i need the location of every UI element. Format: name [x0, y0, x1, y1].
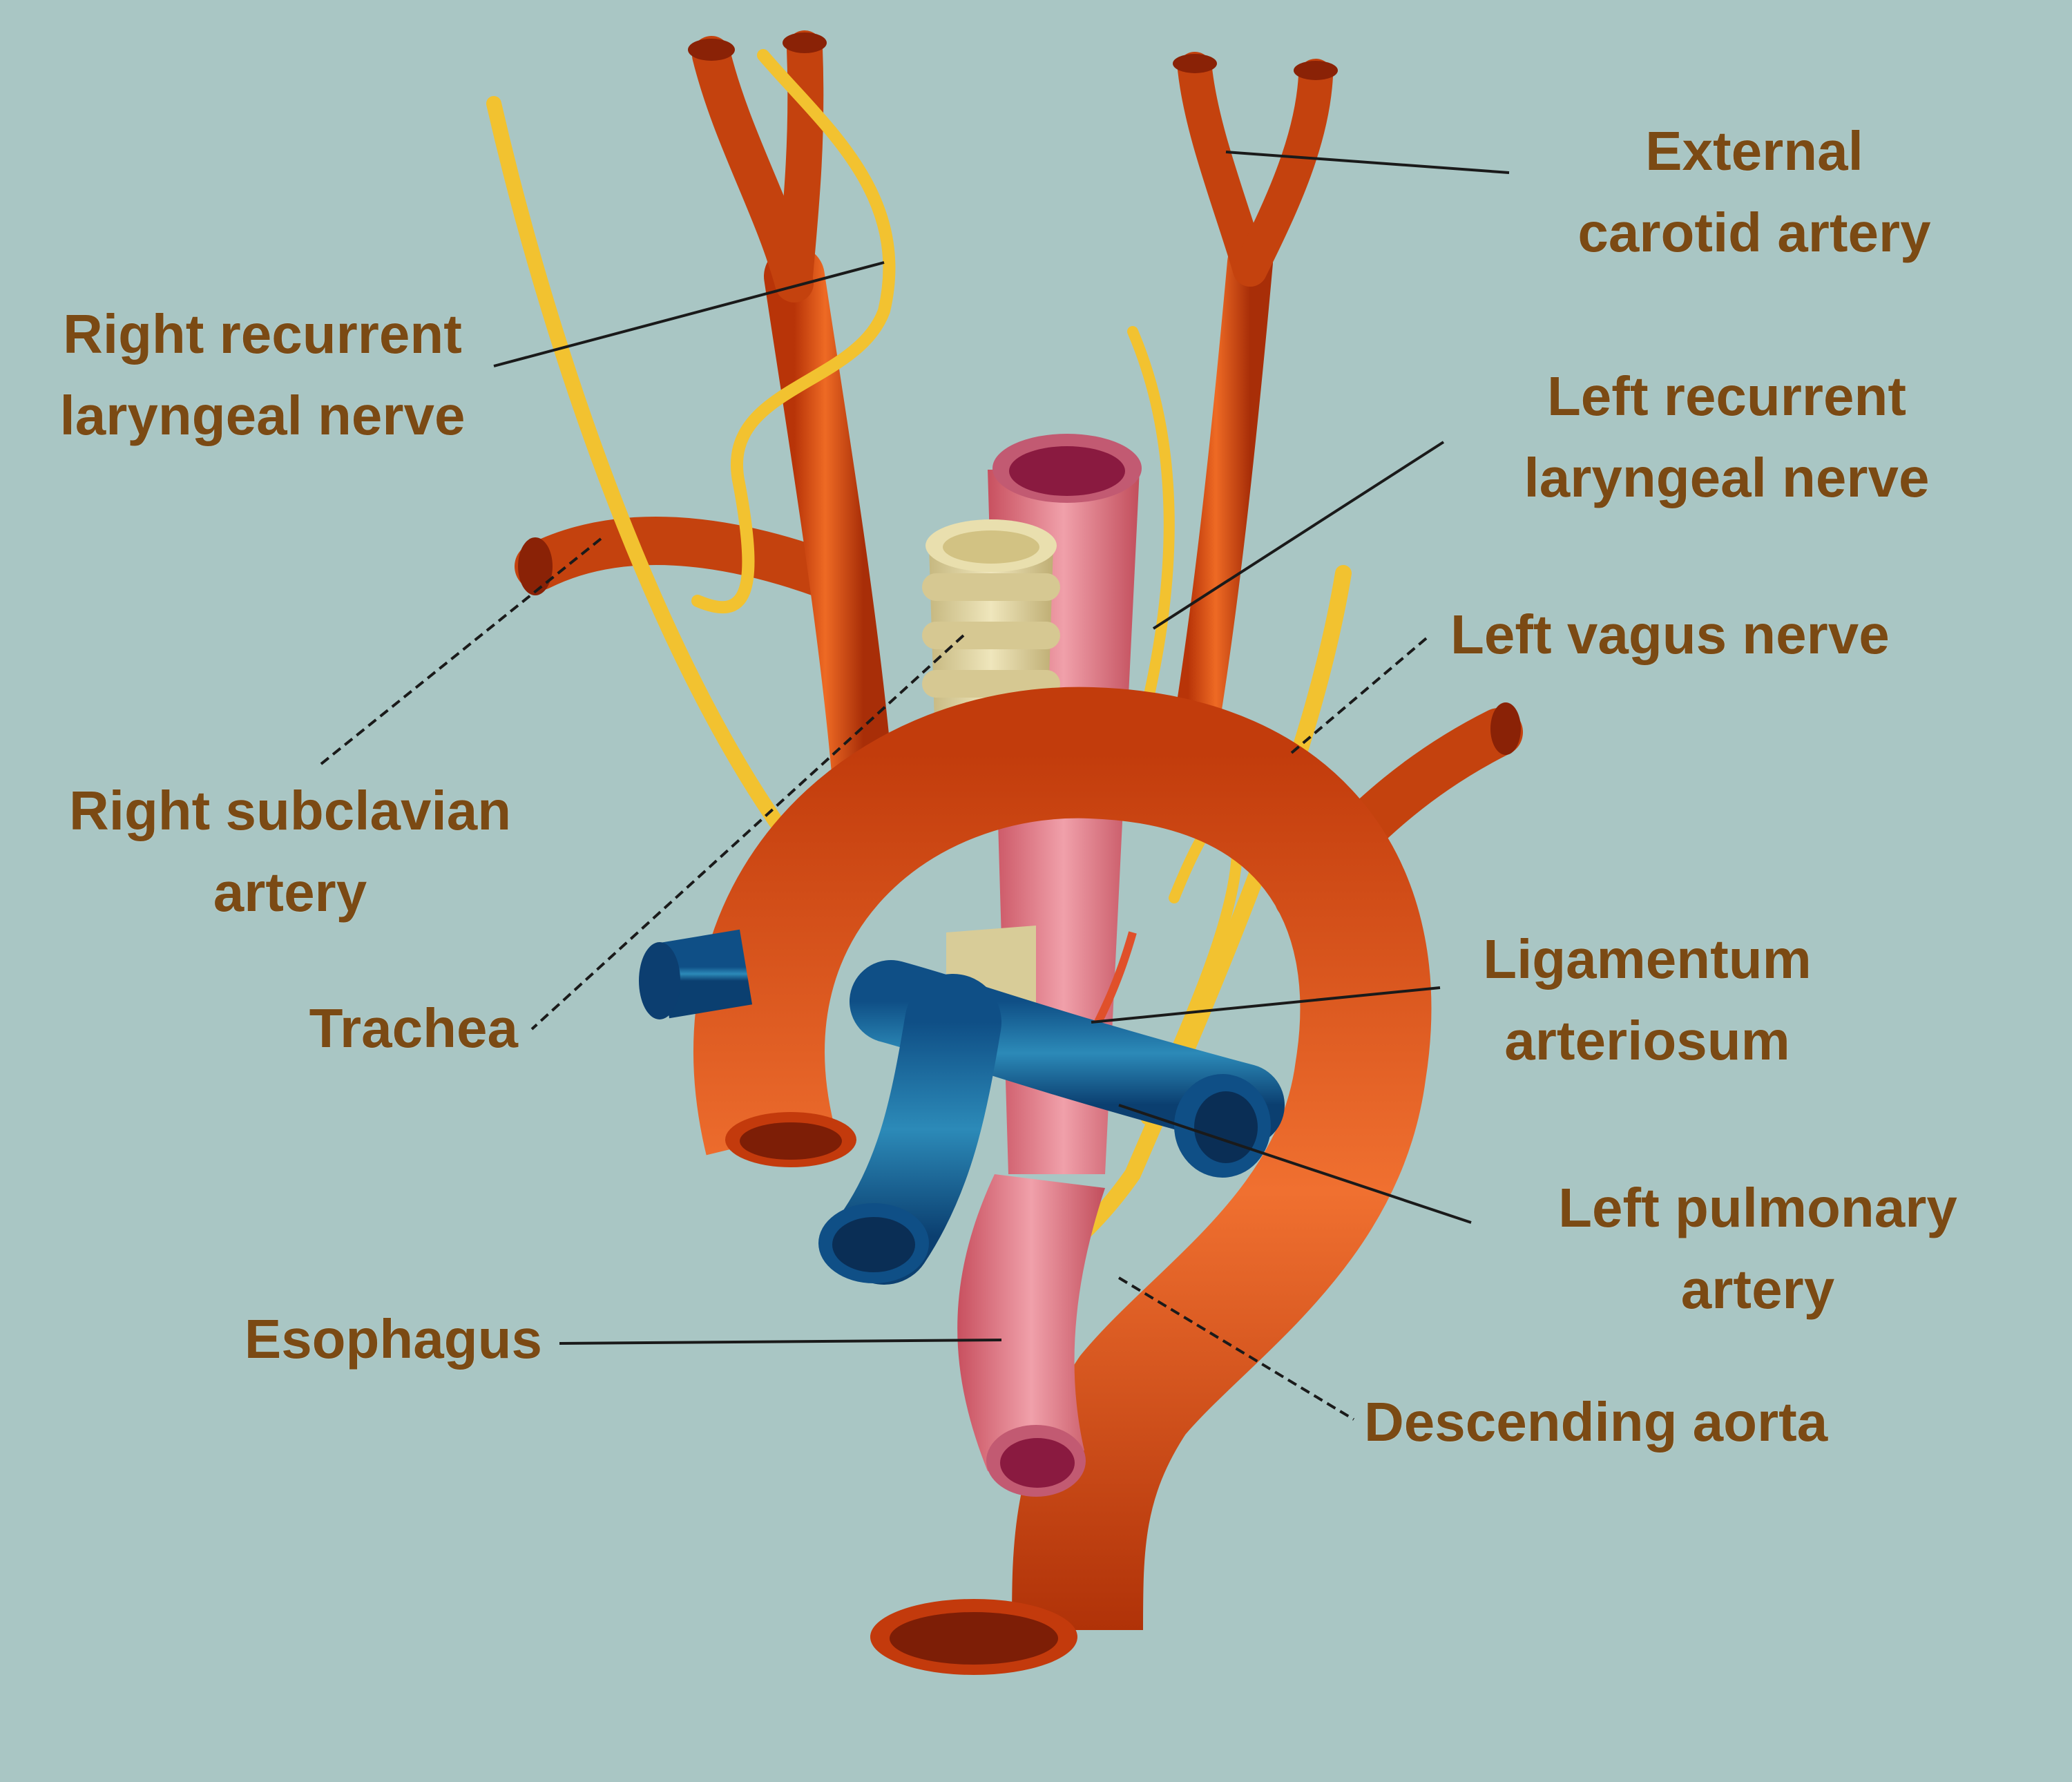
label-line: Trachea — [309, 997, 518, 1059]
right-vagus-nerve — [486, 96, 809, 864]
label-line: laryngeal nerve — [59, 385, 466, 446]
leader-ligamentum — [1091, 986, 1441, 1024]
label-left-vagus-nerve: Left vagus nerve — [1450, 594, 2058, 676]
esophagus-lower — [957, 1174, 1105, 1497]
label-line: Right recurrent — [63, 303, 462, 365]
leader-external-carotid — [1225, 151, 1510, 174]
label-line: arteriosum — [1504, 1010, 1790, 1071]
label-line: Left pulmonary — [1558, 1177, 1957, 1238]
leader-esophagus — [559, 1339, 1002, 1345]
leader-right-subclavian — [316, 537, 602, 768]
right-subclavian-shape — [515, 517, 846, 597]
label-right-subclavian-artery: Right subclavian artery — [28, 770, 553, 933]
label-line: Esophagus — [244, 1308, 542, 1370]
left-recurrent-nerve — [1127, 326, 1175, 765]
label-line: Left vagus nerve — [1450, 604, 1890, 665]
label-ligamentum-arteriosum: Ligamentum arteriosum — [1430, 919, 1865, 1082]
leader-descending-aorta — [1117, 1276, 1355, 1421]
leader-right-recurrent — [493, 261, 885, 367]
right-recurrent-nerve — [691, 49, 896, 614]
label-line: carotid artery — [1577, 202, 1931, 263]
label-line: artery — [213, 861, 367, 923]
label-left-pulmonary-artery: Left pulmonary artery — [1492, 1167, 2024, 1330]
label-right-recurrent-laryngeal-nerve: Right recurrent laryngeal nerve — [28, 294, 497, 457]
leader-lines — [316, 151, 1510, 1421]
label-line: artery — [1680, 1258, 1835, 1320]
leader-left-pulmonary — [1118, 1104, 1472, 1224]
label-line: laryngeal nerve — [1524, 447, 1930, 508]
label-left-recurrent-laryngeal-nerve: Left recurrent laryngeal nerve — [1457, 356, 1996, 519]
label-line: Descending aorta — [1364, 1391, 1828, 1453]
right-carotid-shape — [688, 30, 894, 818]
aortic-arch-shape — [693, 687, 1432, 1675]
label-trachea: Trachea — [207, 988, 518, 1069]
pulmonary-arteries-shape — [639, 929, 1285, 1285]
label-line: Right subclavian — [68, 780, 512, 841]
label-line: Ligamentum — [1483, 928, 1812, 990]
label-external-carotid-artery: External carotid artery — [1523, 111, 1986, 274]
label-esophagus: Esophagus — [138, 1299, 542, 1380]
label-descending-aorta: Descending aorta — [1364, 1381, 1986, 1463]
left-carotid-shape — [1165, 52, 1338, 796]
leader-left-recurrent — [1152, 441, 1445, 630]
label-line: Left recurrent — [1546, 365, 1907, 427]
label-line: External — [1645, 120, 1863, 182]
leader-trachea — [530, 634, 965, 1031]
